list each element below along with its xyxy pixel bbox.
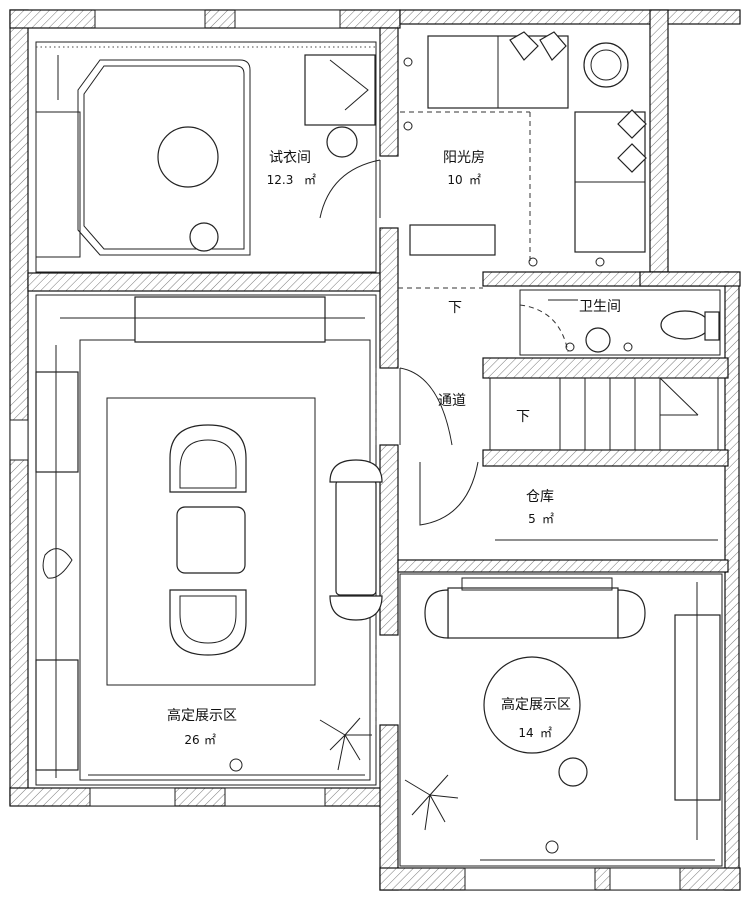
bathroom: 卫生间 [519,289,721,356]
sunroom-name: 阳光房 [443,150,485,166]
stair-down-2: 下 [516,409,530,425]
display-bench-2 [447,587,619,639]
display-large-name: 高定展示区 [167,707,237,724]
display-rack-top [35,371,79,473]
display-area-small: 高定展示区 14 ㎡ [399,573,723,867]
sunroom-area-value: 10 [447,173,462,187]
fitting-room: 试衣间 12.3 ㎡ [35,41,381,273]
display-small-area-value: 14 [518,726,533,740]
sunroom-area-unit: ㎡ [469,173,481,187]
corridor: 下 通道 [398,287,483,446]
display-small-area-unit: ㎡ [540,726,552,740]
display-console [134,296,326,343]
fitting-room-area-unit: ㎡ [304,173,316,187]
display-area-large: 高定展示区 26 ㎡ [35,294,383,786]
fitting-room-name: 试衣间 [269,150,311,166]
round-podium [483,656,581,754]
corridor-name: 通道 [438,393,466,409]
coffee-table [176,506,246,574]
display-small-name: 高定展示区 [501,696,571,713]
lounge-chair-top [169,424,247,493]
display-rack-bottom [35,659,79,771]
display-large-area-value: 26 [184,733,199,747]
carpet [106,397,316,686]
sunroom: 阳光房 10 ㎡ [400,31,647,267]
plant-icon [404,774,459,831]
display-bench [335,479,377,596]
mannequin-icon [42,548,73,579]
lounge-chair-bottom [169,589,247,656]
wash-basin [585,327,611,353]
stair-down-1: 下 [448,300,462,316]
storage: 仓库 5 ㎡ [419,461,718,541]
armchair [304,54,376,126]
staircase: 下 [489,377,719,451]
round-table [583,42,629,88]
windows [9,9,681,891]
fitting-room-area-value: 12.3 [267,173,294,187]
bathroom-name: 卫生间 [579,299,621,315]
storage-area-value: 5 [528,512,536,526]
sunroom-bench [409,224,496,256]
plant-icon [319,717,372,771]
toilet [660,310,710,340]
stool [189,222,219,252]
round-ottoman [157,126,219,188]
stool-2 [558,757,588,787]
display-large-area-unit: ㎡ [204,733,216,747]
side-table [326,126,358,158]
storage-area-unit: ㎡ [542,512,554,526]
storage-name: 仓库 [526,489,554,505]
